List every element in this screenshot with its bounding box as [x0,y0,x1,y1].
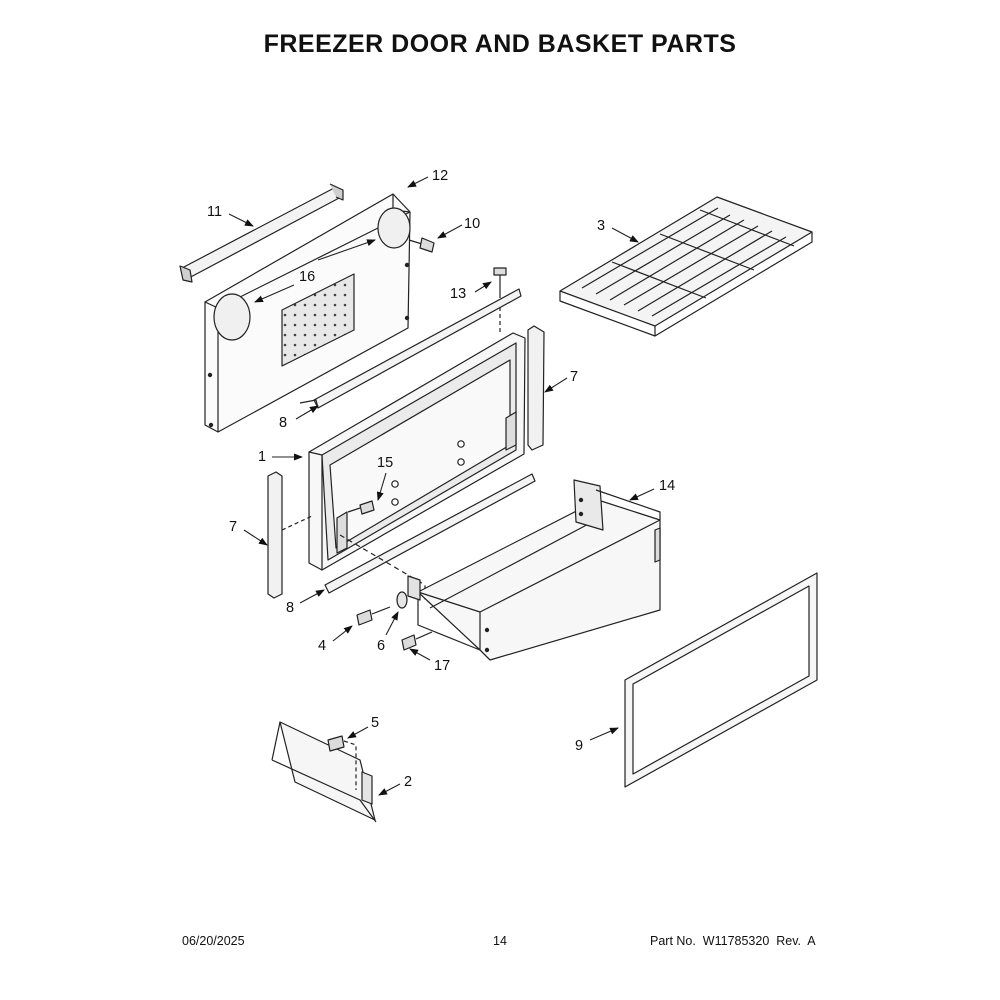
callout-1: 1 [258,449,266,465]
callout-10: 10 [464,216,480,232]
part-13-screw [493,267,507,335]
leader-4 [332,625,353,642]
part-7-left-strip [267,471,313,599]
vent-grille [281,273,355,367]
part-7-right-strip [527,325,545,451]
callout-5: 5 [371,715,379,731]
hinge-plate-right [377,207,411,249]
leader-3 [611,227,639,243]
part-1-inner-door-liner [308,332,526,571]
leader-16a [317,239,376,261]
callout-numbers: 11 12 10 16 13 3 7 8 1 15 14 7 8 4 6 17 … [207,168,675,790]
leader-10 [437,224,463,239]
callout-9: 9 [575,738,583,754]
part-8-upper-trim [299,288,522,409]
part-15-screw [347,500,375,515]
hinge-plate-left [213,293,251,341]
leader-14 [629,488,655,501]
part-6-spacer [396,591,408,609]
footer-date: 06/20/2025 [182,934,245,948]
callout-leaders [228,176,655,796]
callout-16: 16 [299,269,315,285]
leader-15 [376,472,387,501]
part-10-screw [408,237,435,253]
leader-8b [299,589,325,604]
part-4-screw [356,606,391,626]
callout-8-upper: 8 [279,415,287,431]
leader-13 [474,281,492,293]
page-title: FREEZER DOOR AND BASKET PARTS [263,30,737,58]
leader-8a [295,405,319,420]
callout-12: 12 [432,168,448,184]
callout-15: 15 [377,455,393,471]
callout-14: 14 [659,478,675,494]
callout-4: 4 [318,638,326,654]
part-12-outer-door-panel [204,193,411,433]
callout-11: 11 [207,204,222,220]
part-5-screw [327,735,357,790]
callout-3: 3 [597,218,605,234]
part-2-bottom-trim [271,721,377,823]
callout-6: 6 [377,638,385,654]
part-8-lower-trim [324,473,536,594]
leader-6 [385,611,399,636]
callout-2: 2 [404,774,412,790]
leader-9 [589,727,619,741]
part-9-gasket [624,572,818,788]
part-11-top-rod [179,183,344,283]
leader-16b [254,284,295,303]
leader-5 [347,726,369,739]
leader-11 [228,213,254,227]
callout-13: 13 [450,286,466,302]
footer-part-number: Part No. W11785320 Rev. A [650,934,816,948]
callout-7-right: 7 [570,369,578,385]
footer-page-number: 14 [493,934,507,948]
leader-12 [407,176,429,188]
part-3-wire-shelf [559,196,813,337]
leader-7b [243,529,268,546]
leader-7a [544,377,568,393]
callout-8-lower: 8 [286,600,294,616]
callout-17: 17 [434,658,450,674]
leader-17 [409,648,431,661]
part-17-screw [401,631,433,651]
callout-7-left: 7 [229,519,237,535]
part-14-basket [407,479,661,661]
leader-2 [378,783,401,796]
